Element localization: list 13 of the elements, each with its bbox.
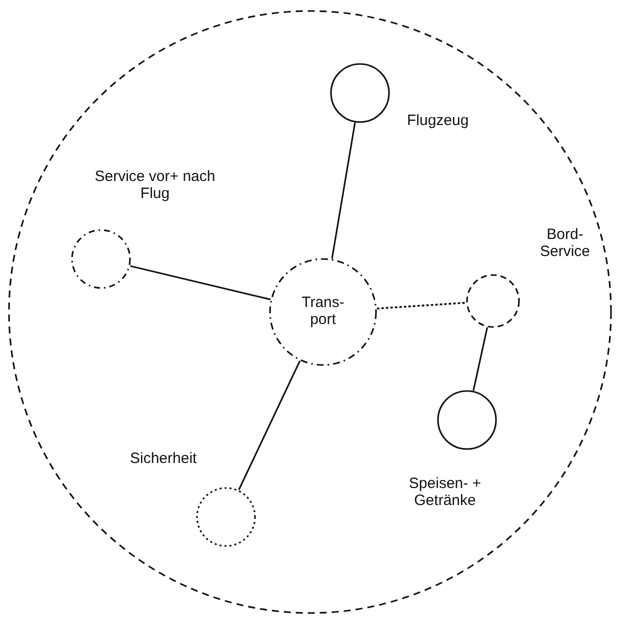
connector-line <box>130 265 271 300</box>
node-label: Speisen- + Getränke <box>408 475 482 509</box>
node-label: Flugzeug <box>407 112 470 129</box>
boundary-circle <box>8 10 612 614</box>
circle-node <box>269 258 377 366</box>
node-label: Sicherheit <box>130 450 198 467</box>
connector-line <box>472 327 488 391</box>
node-label: Trans- port <box>300 294 346 328</box>
node-label: Bord- Service <box>538 226 592 260</box>
connector-line <box>331 122 356 259</box>
node-label: Service vor+ nach Flug <box>94 168 216 202</box>
connector-line <box>376 302 466 310</box>
connector-line <box>238 360 301 490</box>
